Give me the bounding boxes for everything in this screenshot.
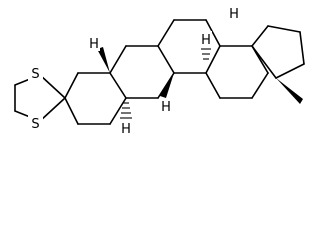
sulfur-atom-label: S [31, 117, 39, 132]
bond [109, 45, 127, 74]
stereo-bonds [97, 43, 303, 119]
bond [109, 72, 127, 99]
bond [157, 19, 175, 47]
sulfur-atom-label: S [31, 67, 39, 82]
dithiolane-ring [14, 74, 66, 122]
ring-d [205, 45, 269, 99]
bond [39, 97, 66, 122]
ring-c [157, 19, 221, 74]
hydrogen-atom-label: H [121, 122, 131, 137]
bond [251, 72, 269, 99]
hydrogen-atom-label: H [229, 7, 239, 22]
steroid-dithiolane-structure: S S H H H H H [14, 5, 305, 137]
bond [267, 25, 301, 33]
bond [64, 97, 79, 125]
wedge-bond [97, 47, 110, 73]
bond [64, 72, 79, 99]
ring-e [251, 25, 305, 79]
wedge-bond [160, 73, 174, 98]
bond [157, 45, 175, 74]
bond [251, 25, 269, 47]
bond [205, 45, 221, 74]
ring-b [109, 45, 175, 99]
hash-bond [120, 102, 132, 119]
bond [275, 63, 305, 79]
methyl-wedge-bond [276, 78, 303, 104]
ring-a [64, 72, 127, 125]
bond [299, 31, 305, 65]
bond [157, 72, 175, 99]
hydrogen-atom-label: H [89, 37, 99, 52]
bond [39, 74, 66, 99]
atom-labels: S S H H H H H [28, 5, 240, 137]
bond [251, 45, 277, 79]
hydrogen-atom-label: H [201, 33, 211, 48]
hydrogen-atom-label: H [161, 100, 171, 115]
bond [109, 97, 127, 125]
bond [205, 19, 221, 47]
bond [205, 72, 221, 99]
